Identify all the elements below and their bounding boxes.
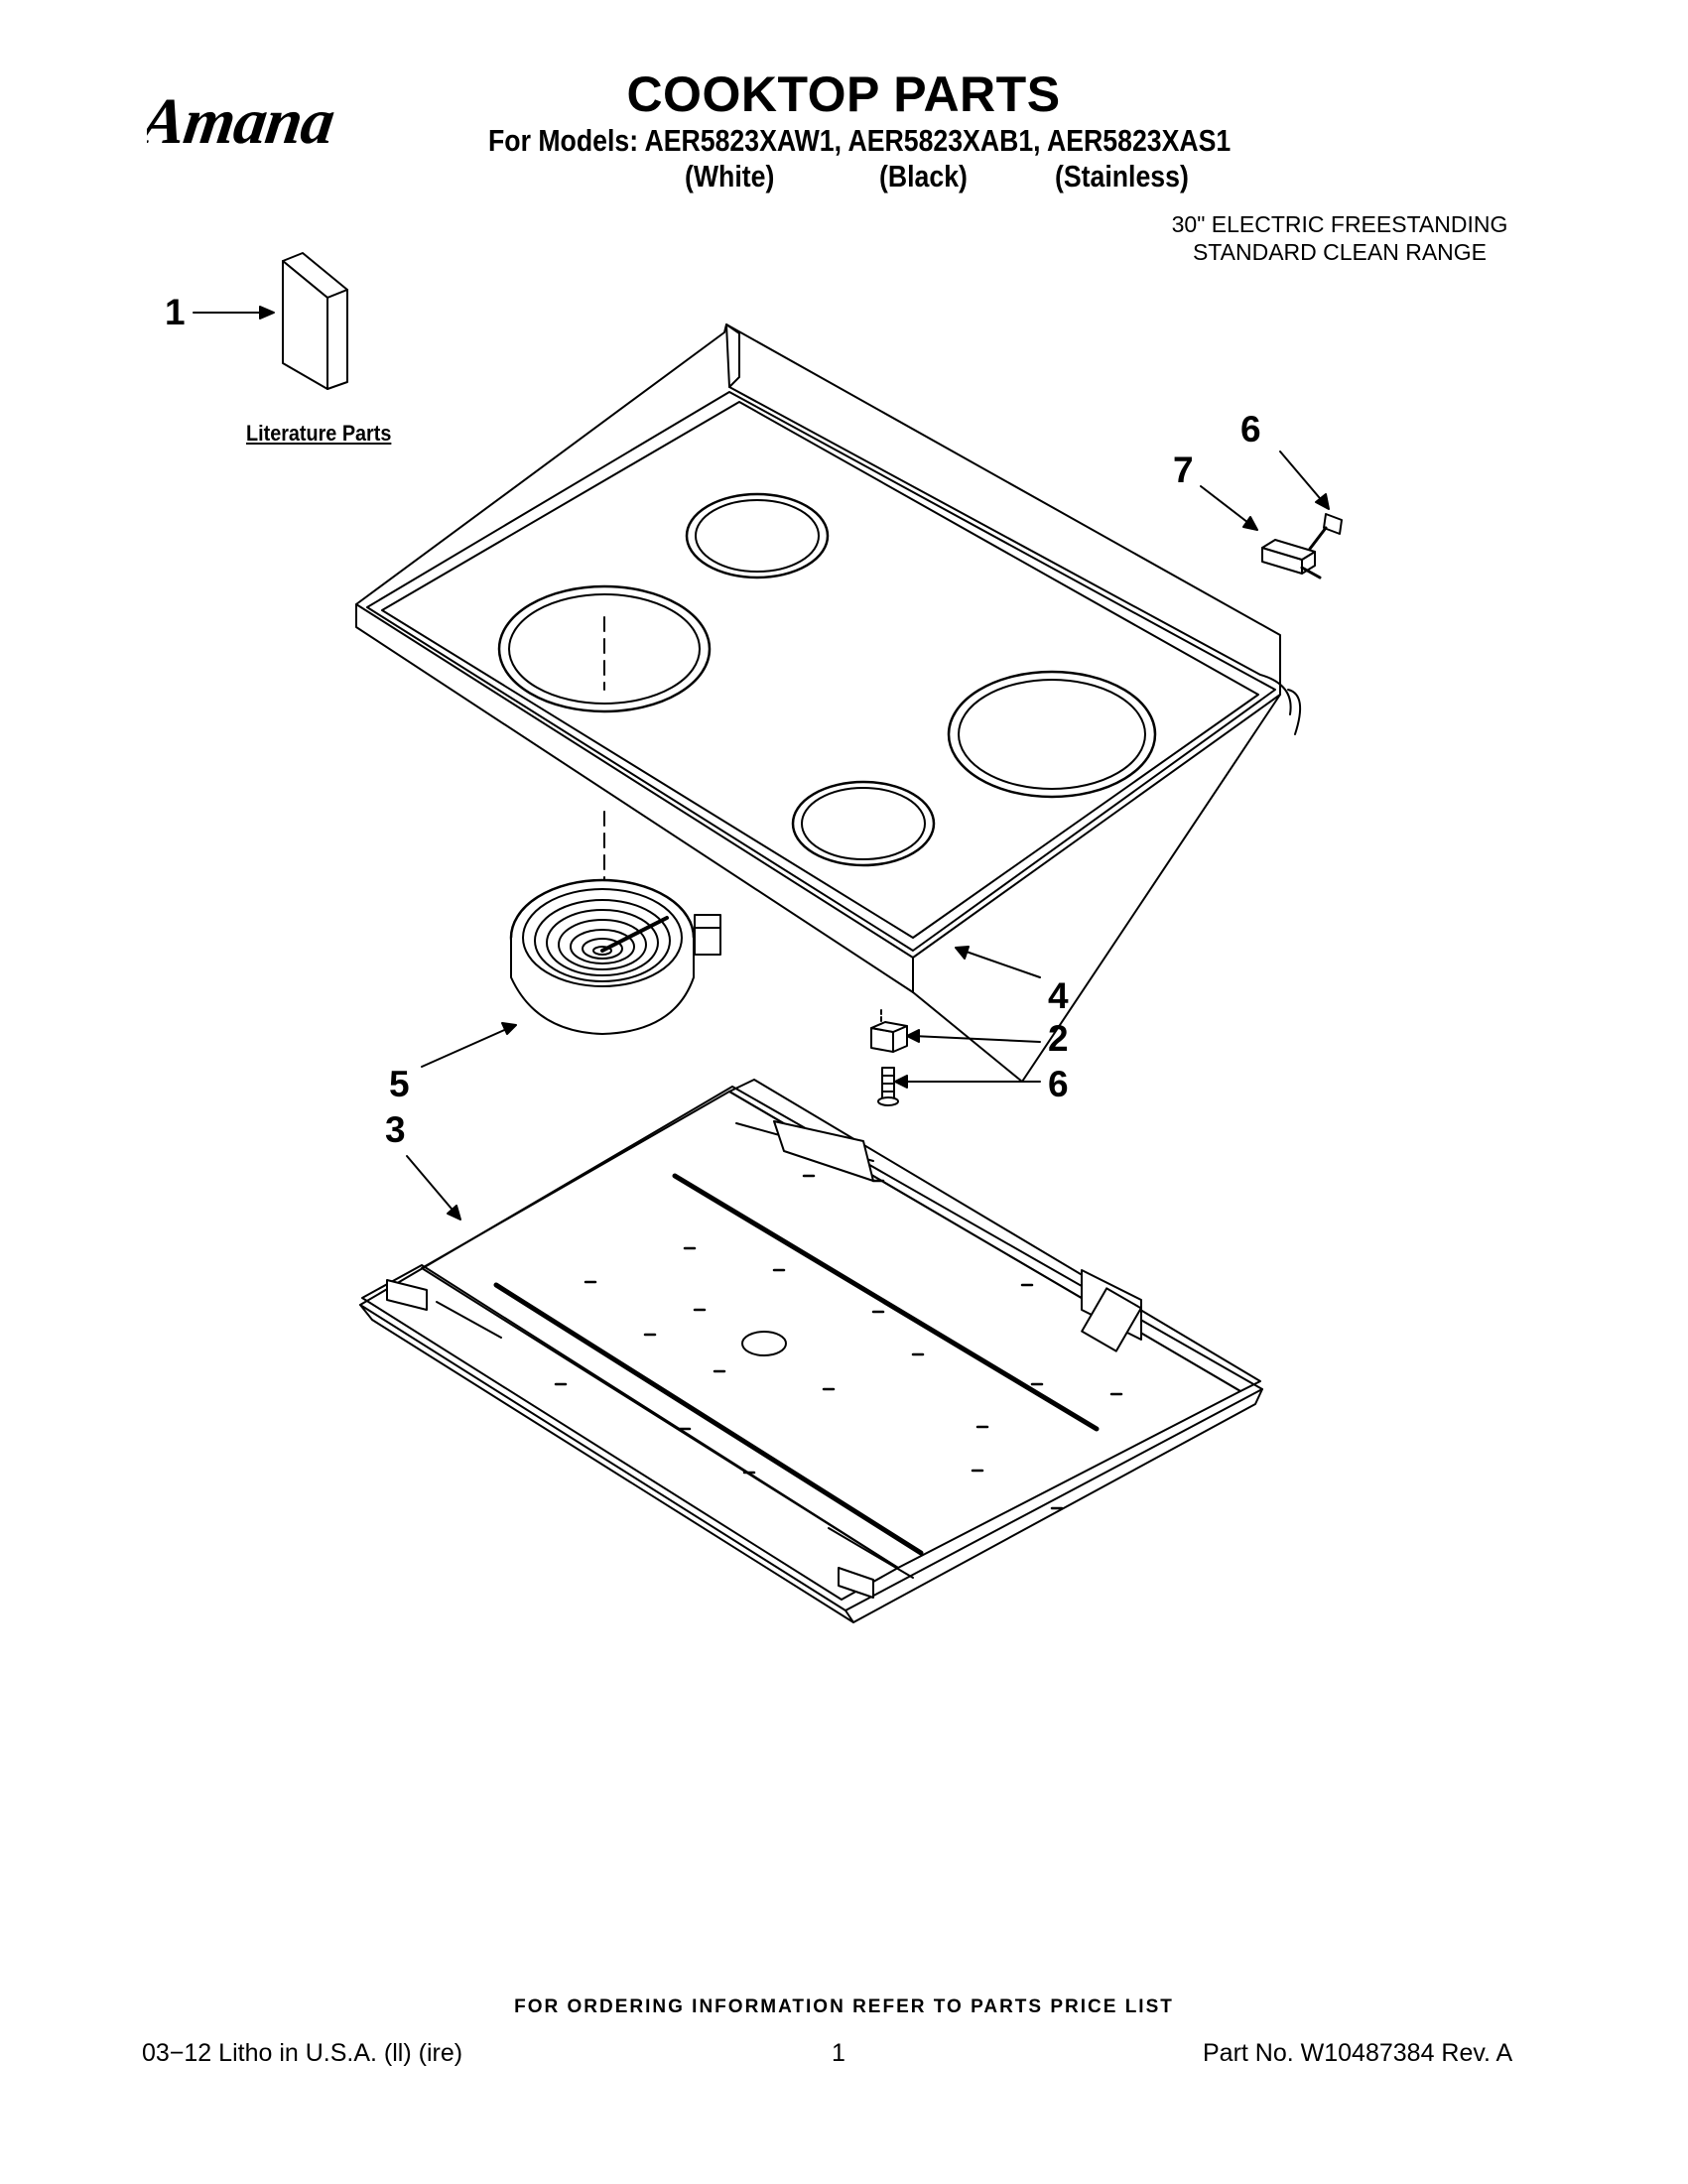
arrow-6-top (1279, 450, 1330, 510)
arrow-3 (406, 1155, 461, 1220)
callout-2: 2 (1048, 1018, 1069, 1059)
variant-stainless: (Stainless) (1055, 159, 1189, 193)
variant-black: (Black) (879, 159, 968, 193)
arrow-6-bottom (894, 1075, 1041, 1089)
range-description: 30" ELECTRIC FREESTANDING STANDARD CLEAN… (1121, 210, 1558, 266)
cooktop-glass (355, 323, 1302, 1083)
models-line: For Models: AER5823XAW1, AER5823XAB1, AE… (488, 123, 1232, 158)
callout-3: 3 (385, 1109, 406, 1150)
page-title: COOKTOP PARTS (626, 66, 1061, 122)
burner-box-frame (359, 1079, 1263, 1623)
callout-1: 1 (165, 292, 186, 332)
arrow-4 (955, 946, 1041, 978)
literature-parts-label: Literature Parts (246, 421, 392, 446)
radiant-element (509, 878, 721, 1035)
arrow-1 (193, 306, 275, 320)
svg-text:Amana: Amana (147, 85, 338, 158)
litho-info: 03−12 Litho in U.S.A. (ll) (ire) (142, 2039, 463, 2067)
amana-logo: Amana (147, 85, 338, 158)
arrow-5 (421, 1022, 517, 1068)
arrow-7 (1200, 485, 1258, 531)
hinge-clip (870, 1009, 908, 1053)
callout-6-bottom: 6 (1048, 1064, 1069, 1104)
screw-bottom (877, 1067, 899, 1106)
literature-booklet (282, 252, 348, 390)
arrow-2 (906, 1029, 1041, 1043)
callout-6-top: 6 (1240, 409, 1261, 450)
page-number: 1 (832, 2039, 845, 2067)
callout-4: 4 (1048, 975, 1069, 1016)
ordering-note: FOR ORDERING INFORMATION REFER TO PARTS … (514, 1996, 1174, 2017)
variant-white: (White) (685, 159, 775, 193)
callout-5: 5 (389, 1064, 410, 1104)
bracket-and-screw-assembly (1261, 513, 1343, 579)
range-type-line-2: STANDARD CLEAN RANGE (1192, 239, 1488, 265)
range-type-line-1: 30" ELECTRIC FREESTANDING (1171, 211, 1508, 237)
part-number: Part No. W10487384 Rev. A (1203, 2039, 1513, 2067)
callout-7: 7 (1173, 450, 1194, 490)
